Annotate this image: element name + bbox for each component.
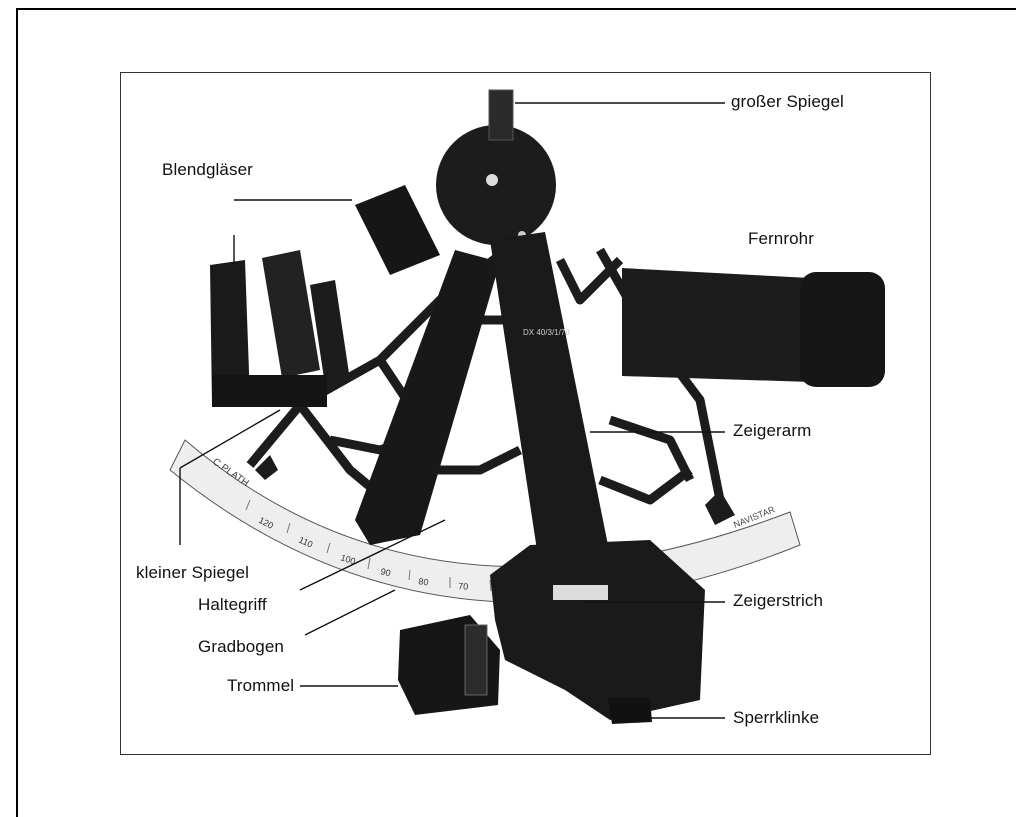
label-fernrohr: Fernrohr bbox=[748, 229, 814, 249]
label-zeigerstrich: Zeigerstrich bbox=[733, 591, 823, 611]
telescope bbox=[622, 268, 812, 382]
serial-stamp: DX 40/3/1/78 bbox=[523, 328, 571, 337]
label-grosser-spiegel: großer Spiegel bbox=[731, 92, 844, 112]
label-haltegriff: Haltegriff bbox=[198, 595, 267, 615]
release-clamp bbox=[608, 698, 652, 724]
vernier-scale bbox=[553, 585, 608, 600]
handle bbox=[355, 250, 500, 545]
leg-right bbox=[705, 490, 735, 525]
micrometer-housing bbox=[490, 540, 705, 720]
telescope-eyepiece bbox=[800, 272, 885, 387]
arc-number: 80 bbox=[418, 576, 429, 587]
label-kleiner-spiegel: kleiner Spiegel bbox=[136, 563, 249, 583]
arc-number: 70 bbox=[458, 581, 469, 592]
label-zeigerarm: Zeigerarm bbox=[733, 421, 811, 441]
shade-glass-base bbox=[212, 375, 327, 407]
mirror-screw bbox=[486, 174, 498, 186]
label-sperrklinke: Sperrklinke bbox=[733, 708, 819, 728]
index-mirror bbox=[489, 90, 513, 140]
drum-rim bbox=[465, 625, 487, 695]
label-blendglaeser: Blendgläser bbox=[162, 160, 253, 180]
horizon-mirror-block bbox=[355, 185, 440, 275]
label-trommel: Trommel bbox=[227, 676, 294, 696]
shade-glass-2 bbox=[262, 250, 320, 378]
label-gradbogen: Gradbogen bbox=[198, 637, 284, 657]
index-mirror-head bbox=[436, 125, 556, 245]
